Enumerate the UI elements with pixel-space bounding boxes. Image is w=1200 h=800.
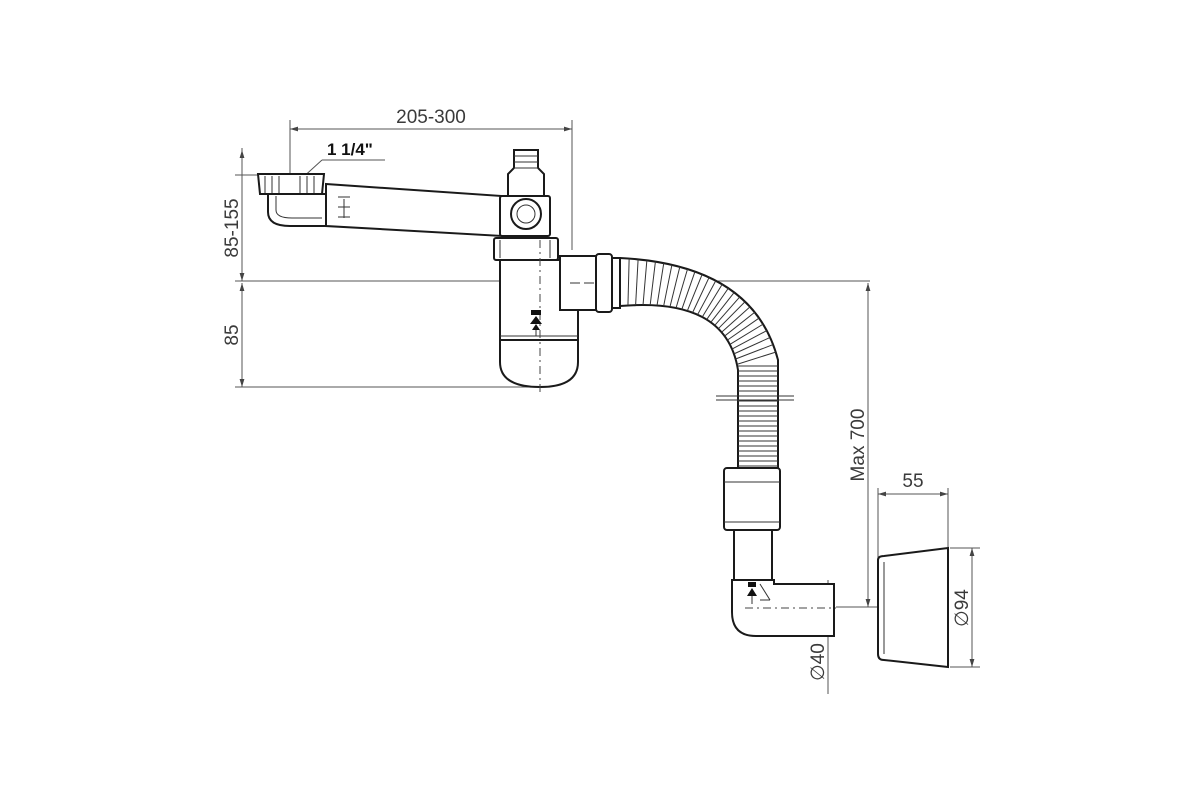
- dimension-cover-diameter: ∅94: [950, 547, 980, 668]
- adjustable-arm: [325, 182, 503, 238]
- trap-arrow-icon: [530, 310, 542, 336]
- dimension-max-length-label: Max 700: [848, 409, 869, 482]
- dimension-outlet-diameter-label: ∅40: [808, 643, 829, 681]
- hose-rib: [627, 258, 630, 306]
- hose-rib: [721, 306, 751, 333]
- hose-rib: [706, 287, 729, 320]
- appliance-connector: [499, 149, 551, 237]
- hose-rib: [729, 323, 764, 345]
- hose-rib: [735, 344, 774, 360]
- hose-rib: [701, 283, 723, 318]
- hose-rib: [731, 330, 768, 350]
- trap-nut: [493, 237, 559, 261]
- hose-rib: [635, 259, 639, 306]
- hose-rib: [697, 280, 717, 315]
- hose-rib: [663, 264, 673, 307]
- outlet-arrow-icon: [747, 582, 757, 604]
- dimension-height-range-label: 85-155: [222, 198, 243, 257]
- hose-rib: [692, 277, 710, 313]
- hose-rib: [642, 260, 648, 306]
- hose-rib: [669, 266, 681, 308]
- hose-rib: [717, 301, 746, 330]
- hose-rib: [656, 263, 665, 306]
- hose-rib: [733, 336, 771, 355]
- hose-rib: [736, 351, 776, 365]
- hose-rib: [681, 271, 696, 310]
- flexible-hose: [619, 256, 794, 469]
- dimension-trap-height-label: 85: [222, 324, 243, 345]
- hose-rib: [727, 317, 760, 341]
- dimension-cover-depth-label: 55: [902, 471, 923, 492]
- dimension-cover-depth: 55: [877, 471, 949, 560]
- sink-inlet-elbow: [267, 193, 327, 227]
- sink-inlet-nut: [256, 173, 326, 195]
- hose-rib: [714, 296, 741, 326]
- hose-rib: [710, 292, 735, 323]
- dimension-cover-diameter-label: ∅94: [952, 589, 973, 627]
- dimension-width-label: 205-300: [396, 107, 466, 128]
- outlet-elbow: [731, 579, 836, 637]
- hose-rib: [649, 261, 656, 306]
- hose-rib: [675, 268, 689, 309]
- wall-cover-rosette: [877, 546, 949, 669]
- trap-side-outlet: [559, 253, 621, 313]
- dimension-width: 205-300: [289, 107, 573, 250]
- hose-rib: [724, 311, 756, 337]
- hose-lower-connector: [723, 467, 781, 583]
- hose-rib: [686, 274, 703, 312]
- dimension-trap-height: 85: [222, 283, 545, 388]
- dimension-thread-label: 1 1/4": [327, 140, 373, 159]
- dimension-max-length: Max 700: [836, 283, 880, 608]
